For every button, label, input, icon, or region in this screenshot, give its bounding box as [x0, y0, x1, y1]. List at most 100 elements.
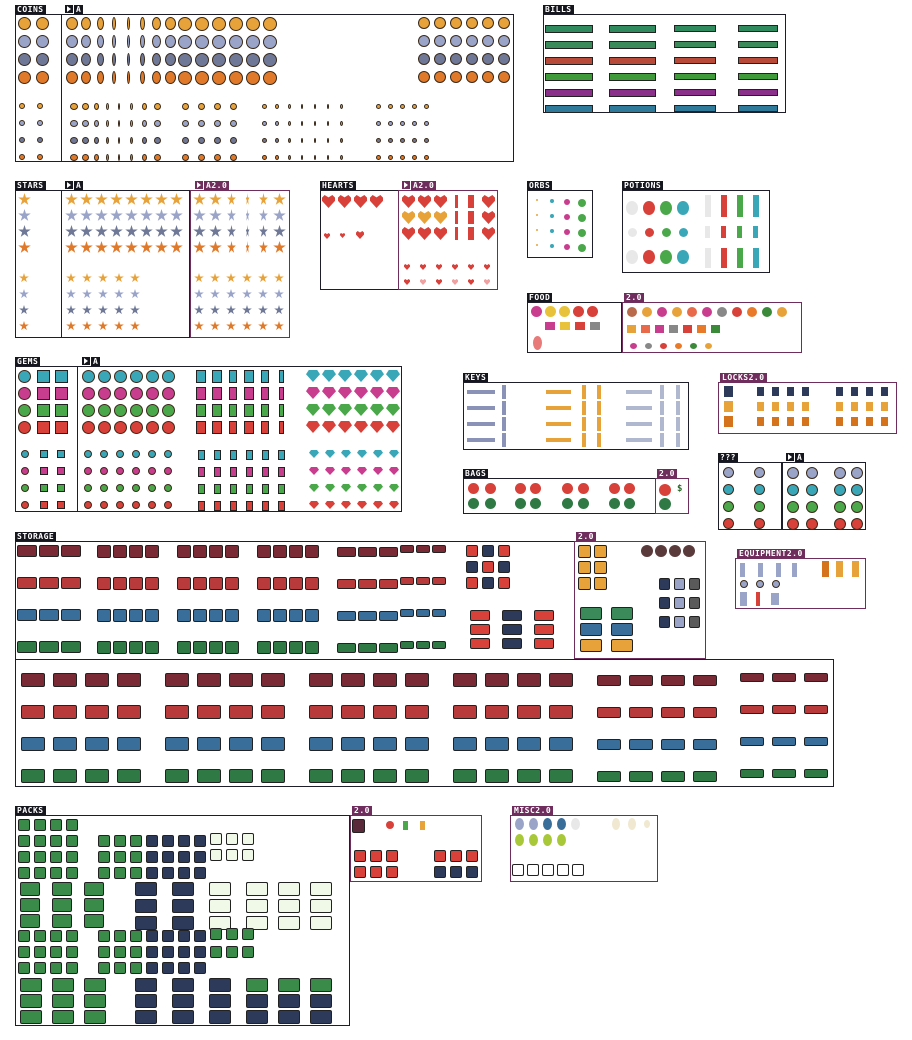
- egg-icon: [571, 818, 580, 830]
- tiny-coin-icon: [388, 104, 393, 109]
- coin-shine-icon: [434, 35, 446, 47]
- chest-gold-trim-icon: [517, 705, 541, 719]
- heart-pack-icon: [354, 866, 366, 878]
- chest-large-icon: [197, 705, 221, 719]
- crate-icon: [594, 561, 607, 574]
- coin-icon: [36, 53, 49, 66]
- lock-icon: [881, 402, 888, 411]
- small-coin-spin-icon: [154, 137, 161, 144]
- chest-flat-icon: [661, 675, 685, 686]
- coin-shine-icon: [498, 35, 510, 47]
- orb-icon: [550, 229, 554, 233]
- star-icon: [125, 193, 138, 205]
- heart-icon: [452, 264, 458, 270]
- potion-flask-icon: [677, 201, 689, 215]
- pack-icon: [130, 851, 142, 863]
- pack-icon: [226, 849, 238, 861]
- chest-large-icon: [261, 705, 285, 719]
- stars-v2-animation-icon: [195, 181, 203, 189]
- chest-gold-trim-icon: [549, 769, 573, 783]
- chest-flat-icon: [629, 675, 653, 686]
- pack-large-icon: [246, 1010, 268, 1024]
- coins-animation-label: A: [74, 5, 83, 14]
- tiny-coin-icon: [301, 138, 303, 143]
- small-gem-rect-icon: [246, 450, 253, 460]
- chest-flat-icon: [597, 707, 621, 718]
- egg-icon: [557, 834, 566, 846]
- tiny-coin-icon: [388, 155, 393, 160]
- keyhole-icon: [724, 386, 733, 397]
- tiny-coin-icon: [424, 138, 429, 143]
- orb-icon: [564, 214, 570, 220]
- key-icon: [626, 390, 652, 394]
- star-icon: [125, 241, 138, 253]
- star-icon: [18, 193, 31, 205]
- small-gem-rect-icon: [262, 501, 269, 511]
- small-coin-spin-icon: [106, 120, 109, 127]
- key-icon: [660, 385, 664, 399]
- pack-v2-icon: [386, 821, 394, 829]
- small-gem-icon: [164, 484, 172, 492]
- chest-icon: [209, 545, 223, 558]
- small-gem-diamond-icon: [309, 467, 319, 475]
- chest-icon: [225, 609, 239, 622]
- coin-stack-icon: [195, 35, 209, 49]
- key-icon: [467, 406, 495, 410]
- star-icon: [110, 209, 123, 221]
- chest-icon: [39, 609, 59, 621]
- chest-icon: [273, 609, 287, 622]
- question-orb-icon: [806, 467, 818, 479]
- chest-icon: [129, 577, 143, 590]
- small-coin-spin-icon: [118, 137, 120, 144]
- small-gem-diamond-icon: [357, 467, 367, 475]
- small-gem-diamond-icon: [373, 501, 383, 509]
- storage-v2-label: 2.0: [576, 532, 596, 541]
- question-orb-icon: [723, 501, 734, 512]
- barrel-icon: [689, 597, 700, 609]
- bag-icon: [468, 498, 479, 509]
- small-coin-spin-icon: [82, 103, 89, 110]
- gem-rect-icon: [244, 387, 254, 400]
- ammo-icon: [836, 561, 843, 577]
- heart-icon: [436, 264, 442, 270]
- heart-spin-icon: [455, 227, 458, 240]
- chest-large-icon: [85, 769, 109, 783]
- bill-icon: [738, 41, 778, 48]
- star-icon: [242, 289, 252, 299]
- pack-large-icon: [172, 899, 194, 913]
- food-icon: [630, 343, 637, 349]
- chest-gold-trim-icon: [517, 737, 541, 751]
- pack-icon: [146, 946, 158, 958]
- key-icon: [597, 401, 601, 415]
- sword-icon: [740, 563, 745, 577]
- gems-animation-label: A: [91, 357, 100, 366]
- orbs-title: ORBS: [527, 181, 553, 190]
- gem-round-icon: [18, 421, 31, 434]
- gem-round-icon: [130, 370, 143, 383]
- chest-gold-trim-icon: [517, 769, 541, 783]
- pack-large-icon: [278, 882, 300, 896]
- coin-icon: [36, 71, 49, 84]
- star-icon: [155, 193, 168, 205]
- hearts-v2-animation-icon: [402, 181, 410, 189]
- storage-box-icon: [466, 545, 478, 557]
- pack-large-icon: [135, 1010, 157, 1024]
- food-v2-label: 2.0: [624, 293, 644, 302]
- key-icon: [626, 422, 652, 426]
- crate-open-icon: [432, 577, 446, 585]
- chest-large-icon: [229, 673, 253, 687]
- pack-large-icon: [135, 882, 157, 896]
- pack-icon: [194, 867, 206, 879]
- gem-rect-icon: [261, 370, 269, 383]
- storage-box-icon: [470, 638, 490, 649]
- shield-icon: [740, 592, 747, 606]
- pack-icon: [130, 835, 142, 847]
- keyhole-icon: [724, 401, 733, 412]
- pack-icon: [50, 867, 62, 879]
- pack-icon: [18, 962, 30, 974]
- chest-large-icon: [117, 705, 141, 719]
- pack-large-icon: [52, 1010, 74, 1024]
- chest-gold-trim-icon: [485, 769, 509, 783]
- lock-icon: [757, 402, 764, 411]
- stars-v2-panel: [190, 190, 290, 338]
